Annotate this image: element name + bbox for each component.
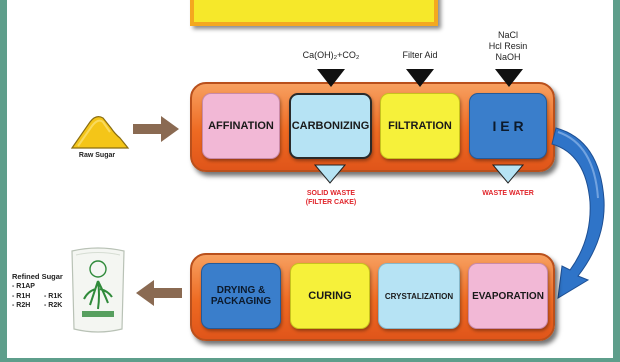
step-crystalization-label: CRYSTALIZATION [384,291,454,301]
solid-waste-arrow-icon [314,164,346,184]
frame-border-left [0,0,7,362]
carbonizing-input-label: Ca(OH)₂+CO₂ [302,50,360,60]
frame-border-bottom [0,358,620,362]
raw-sugar-pile-icon [70,116,130,149]
step-carbonizing: CARBONIZING [289,93,372,159]
step-evaporation-label: EVAPORATION [472,290,544,302]
header-box [190,0,438,26]
step-curing-label: CURING [308,290,352,302]
raw-sugar-label: Raw Sugar [78,152,116,159]
step-drying-label-2: PACKAGING [210,296,272,307]
step-evaporation: EVAPORATION [468,263,548,329]
solid-waste-label-2: (FILTER CAKE) [305,199,357,206]
step-affination: AFFINATION [202,93,280,159]
waste-water-arrow-icon [492,164,524,184]
step-affination-label: AFFINATION [208,120,274,132]
step-drying-label-1: DRYING & [216,285,266,296]
step-crystalization: CRYSTALIZATION [378,263,460,329]
ier-input-arrow-icon [495,69,523,87]
solid-waste-label-1: SOLID WASTE [306,190,356,197]
ier-input-label-3: NaOH [495,52,521,62]
step-ier-label: I E R [492,118,524,134]
step-filtration-label: FILTRATION [388,120,452,132]
product-title: Refined Sugar [12,272,63,281]
filtration-input-arrow-icon [406,69,434,87]
carbonizing-input-arrow-icon [317,69,345,87]
product-grade-r1k: - R1K [44,293,63,300]
step-ier: I E R [469,93,547,159]
product-grade-r1h: - R1H [12,293,31,300]
frame-border-right [613,0,620,362]
product-grade-r1ap: - R1AP [12,283,35,290]
arrow-left-icon [136,280,182,306]
step-curing: CURING [290,263,370,329]
step-carbonizing-label: CARBONIZING [291,120,370,132]
arrow-right-icon [133,116,179,142]
product-grade-r2k: - R2K [44,302,63,309]
product-grade-r2h: - R2H [12,302,31,309]
sugar-bag-icon [71,247,125,333]
ier-input-label-1: NaCl [497,30,518,40]
ier-input-label-2: Hcl Resin [488,41,528,51]
filtration-input-label: Filter Aid [402,50,438,60]
step-drying-packaging: DRYING & PACKAGING [201,263,281,329]
step-filtration: FILTRATION [380,93,460,159]
waste-water-label: WASTE WATER [482,190,534,197]
curved-flow-arrow-icon [551,127,605,299]
